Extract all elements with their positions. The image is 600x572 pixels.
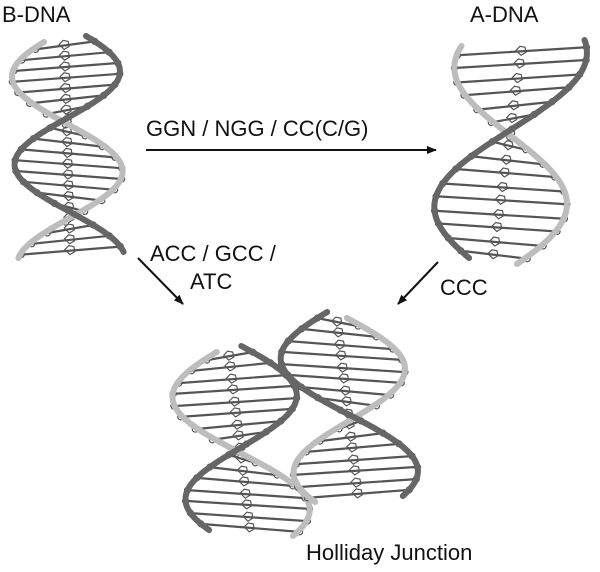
b-to-a-sequence-label: GGN / NGG / CC(C/G) [146, 116, 369, 141]
a-dna-model [430, 37, 591, 267]
holliday-junction-model [169, 309, 422, 539]
arrow-b-to-holliday [137, 257, 184, 305]
b-to-holliday-line-1: ACC / GCC / [150, 241, 276, 266]
a-to-holliday-sequence-label: CCC [440, 275, 488, 300]
b-dna-title: B-DNA [2, 2, 71, 27]
arrow-a-to-holliday [397, 261, 439, 305]
b-to-holliday-line-2: ATC [190, 268, 233, 294]
b-dna-model [8, 33, 127, 261]
b-to-holliday-sequence-label: ACC / GCC / ATC [150, 240, 276, 295]
holliday-junction-title: Holliday Junction [306, 540, 473, 565]
a-dna-title: A-DNA [470, 2, 539, 27]
